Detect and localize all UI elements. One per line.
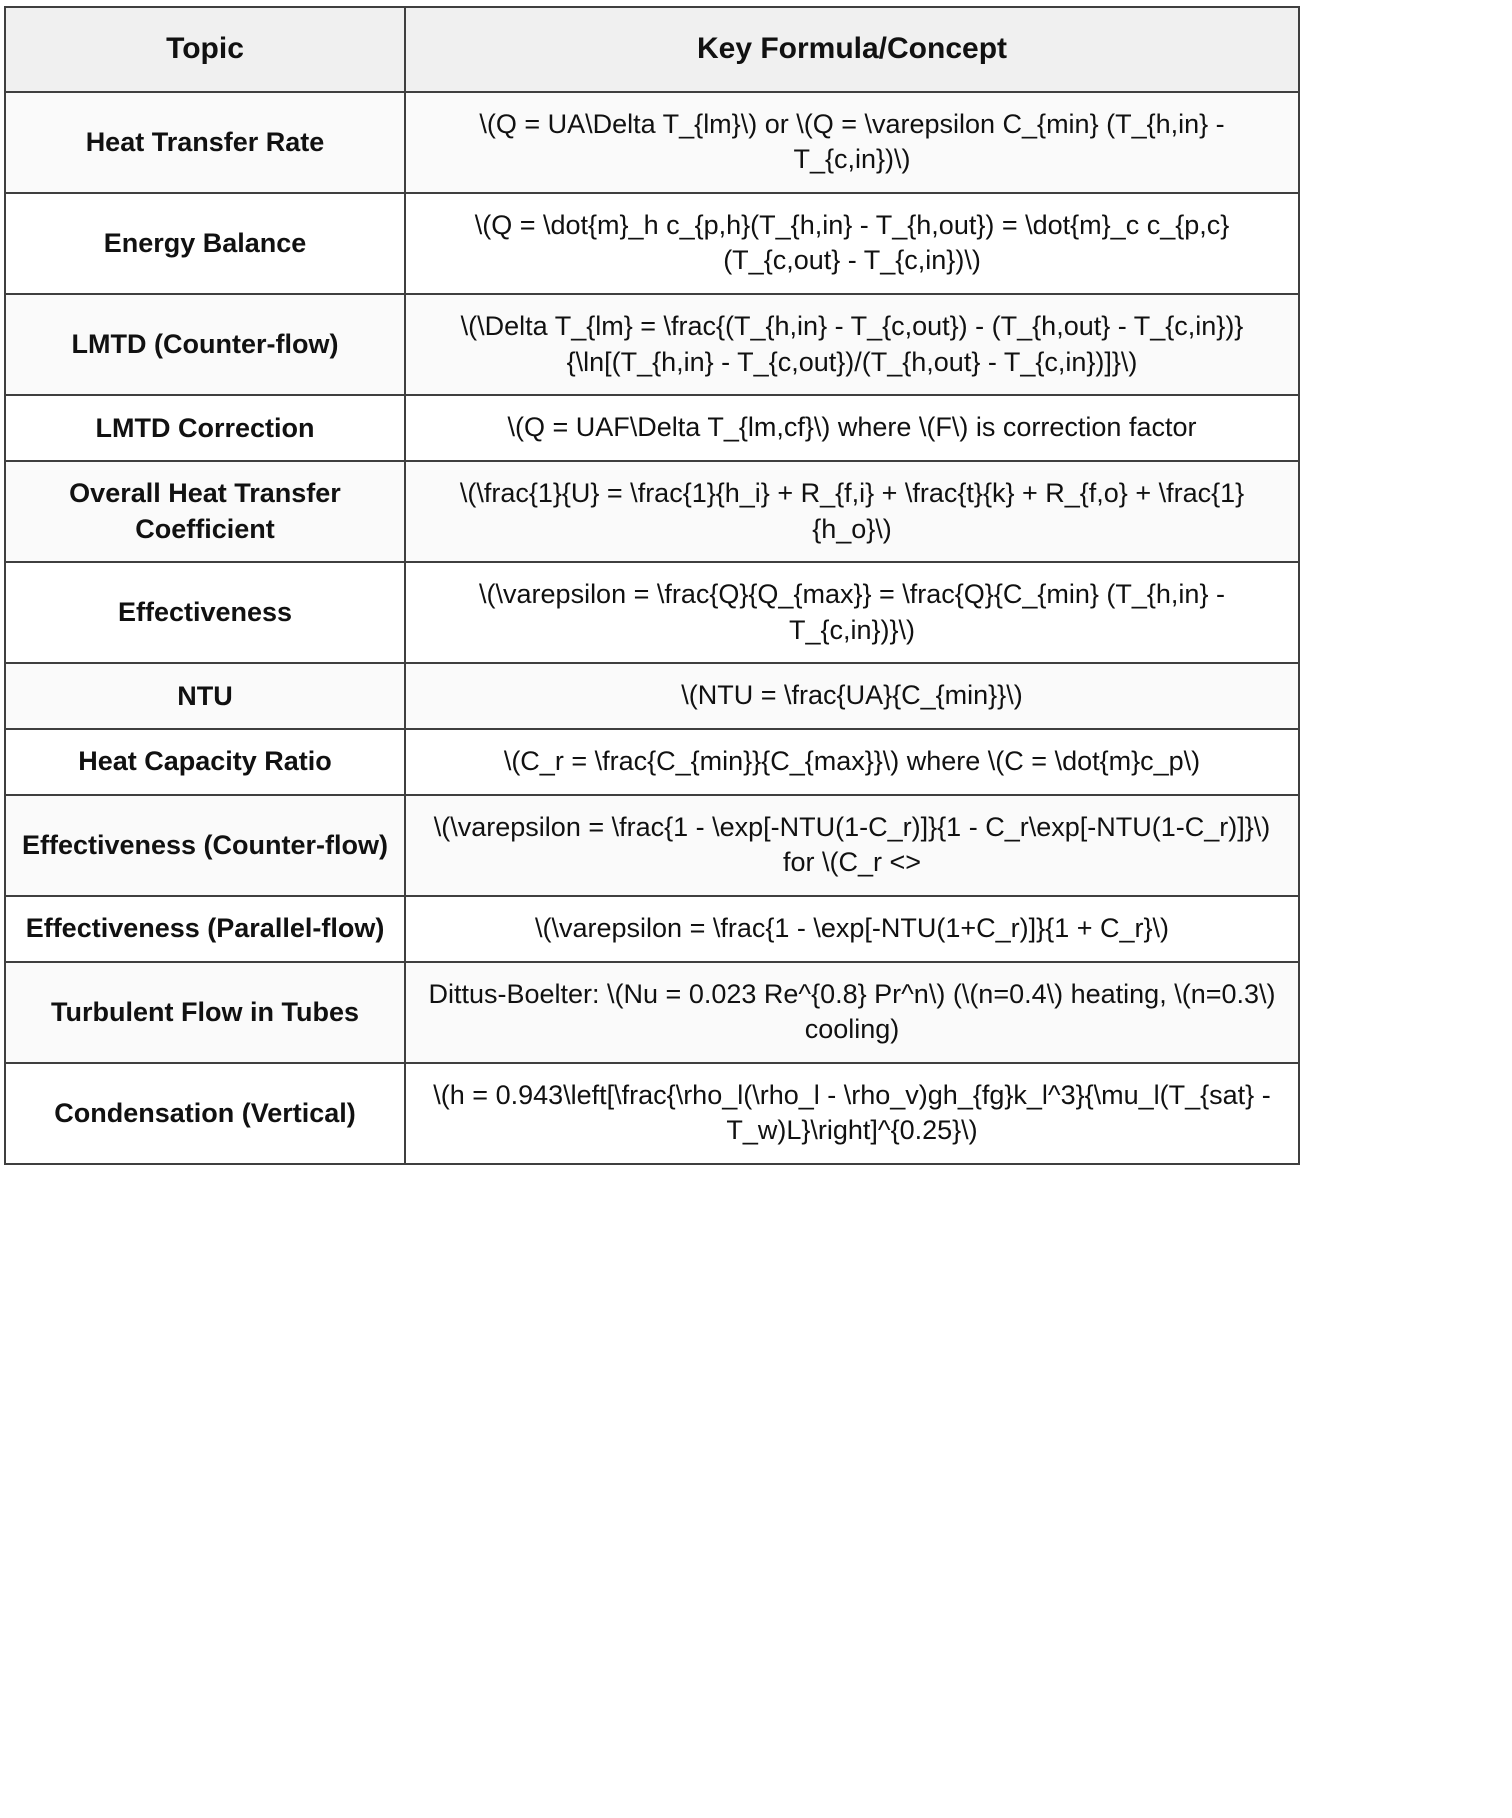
- topic-cell: Effectiveness (Counter-flow): [4, 793, 406, 897]
- table-row: Overall Heat Transfer Coefficient \(\fra…: [4, 459, 1300, 564]
- table-row: Turbulent Flow in Tubes Dittus-Boelter: …: [4, 960, 1300, 1064]
- formula-cell: Dittus-Boelter: \(Nu = 0.023 Re^{0.8} Pr…: [404, 960, 1300, 1064]
- formula-cell: \(\varepsilon = \frac{1 - \exp[-NTU(1-C_…: [404, 793, 1300, 897]
- formula-cell: \(Q = \dot{m}_h c_{p,h}(T_{h,in} - T_{h,…: [404, 191, 1300, 296]
- table-container: Topic Key Formula/Concept Heat Transfer …: [4, 6, 1300, 1166]
- formula-cell: \(NTU = \frac{UA}{C_{min}}\): [404, 662, 1300, 730]
- topic-cell: Heat Transfer Rate: [4, 90, 406, 194]
- topic-cell: LMTD (Counter-flow): [4, 292, 406, 397]
- column-header-topic: Topic: [4, 6, 406, 93]
- topic-cell: LMTD Correction: [4, 394, 406, 462]
- topic-cell: NTU: [4, 662, 406, 730]
- formula-cell: \(\varepsilon = \frac{1 - \exp[-NTU(1+C_…: [404, 894, 1300, 963]
- topic-cell: Energy Balance: [4, 191, 406, 296]
- table-body: Heat Transfer Rate \(Q = UA\Delta T_{lm}…: [4, 90, 1300, 1166]
- formula-cell: \(\Delta T_{lm} = \frac{(T_{h,in} - T_{c…: [404, 292, 1300, 397]
- formula-cell: \(Q = UAF\Delta T_{lm,cf}\) where \(F\) …: [404, 394, 1300, 462]
- formula-cell: \(\varepsilon = \frac{Q}{Q_{max}} = \fra…: [404, 561, 1300, 665]
- column-header-formula: Key Formula/Concept: [404, 6, 1300, 93]
- table-row: Energy Balance \(Q = \dot{m}_h c_{p,h}(T…: [4, 191, 1300, 296]
- topic-cell: Effectiveness: [4, 561, 406, 665]
- topic-cell: Heat Capacity Ratio: [4, 728, 406, 796]
- header-row: Topic Key Formula/Concept: [4, 6, 1300, 93]
- table-row: Heat Capacity Ratio \(C_r = \frac{C_{min…: [4, 728, 1300, 796]
- heat-exchanger-formula-table: Topic Key Formula/Concept Heat Transfer …: [4, 6, 1300, 1166]
- table-row: NTU \(NTU = \frac{UA}{C_{min}}\): [4, 662, 1300, 730]
- formula-cell: \(\frac{1}{U} = \frac{1}{h_i} + R_{f,i} …: [404, 459, 1300, 564]
- table-row: Condensation (Vertical) \(h = 0.943\left…: [4, 1061, 1300, 1166]
- table-row: Effectiveness (Counter-flow) \(\varepsil…: [4, 793, 1300, 897]
- table-row: LMTD Correction \(Q = UAF\Delta T_{lm,cf…: [4, 394, 1300, 462]
- table-row: Effectiveness (Parallel-flow) \(\varepsi…: [4, 894, 1300, 963]
- formula-cell: \(C_r = \frac{C_{min}}{C_{max}}\) where …: [404, 728, 1300, 796]
- table-row: Heat Transfer Rate \(Q = UA\Delta T_{lm}…: [4, 90, 1300, 194]
- topic-cell: Condensation (Vertical): [4, 1061, 406, 1166]
- topic-cell: Turbulent Flow in Tubes: [4, 960, 406, 1064]
- formula-cell: \(h = 0.943\left[\frac{\rho_l(\rho_l - \…: [404, 1061, 1300, 1166]
- topic-cell: Effectiveness (Parallel-flow): [4, 894, 406, 963]
- table-row: LMTD (Counter-flow) \(\Delta T_{lm} = \f…: [4, 292, 1300, 397]
- table-row: Effectiveness \(\varepsilon = \frac{Q}{Q…: [4, 561, 1300, 665]
- topic-cell: Overall Heat Transfer Coefficient: [4, 459, 406, 564]
- formula-cell: \(Q = UA\Delta T_{lm}\) or \(Q = \vareps…: [404, 90, 1300, 194]
- table-header: Topic Key Formula/Concept: [4, 6, 1300, 93]
